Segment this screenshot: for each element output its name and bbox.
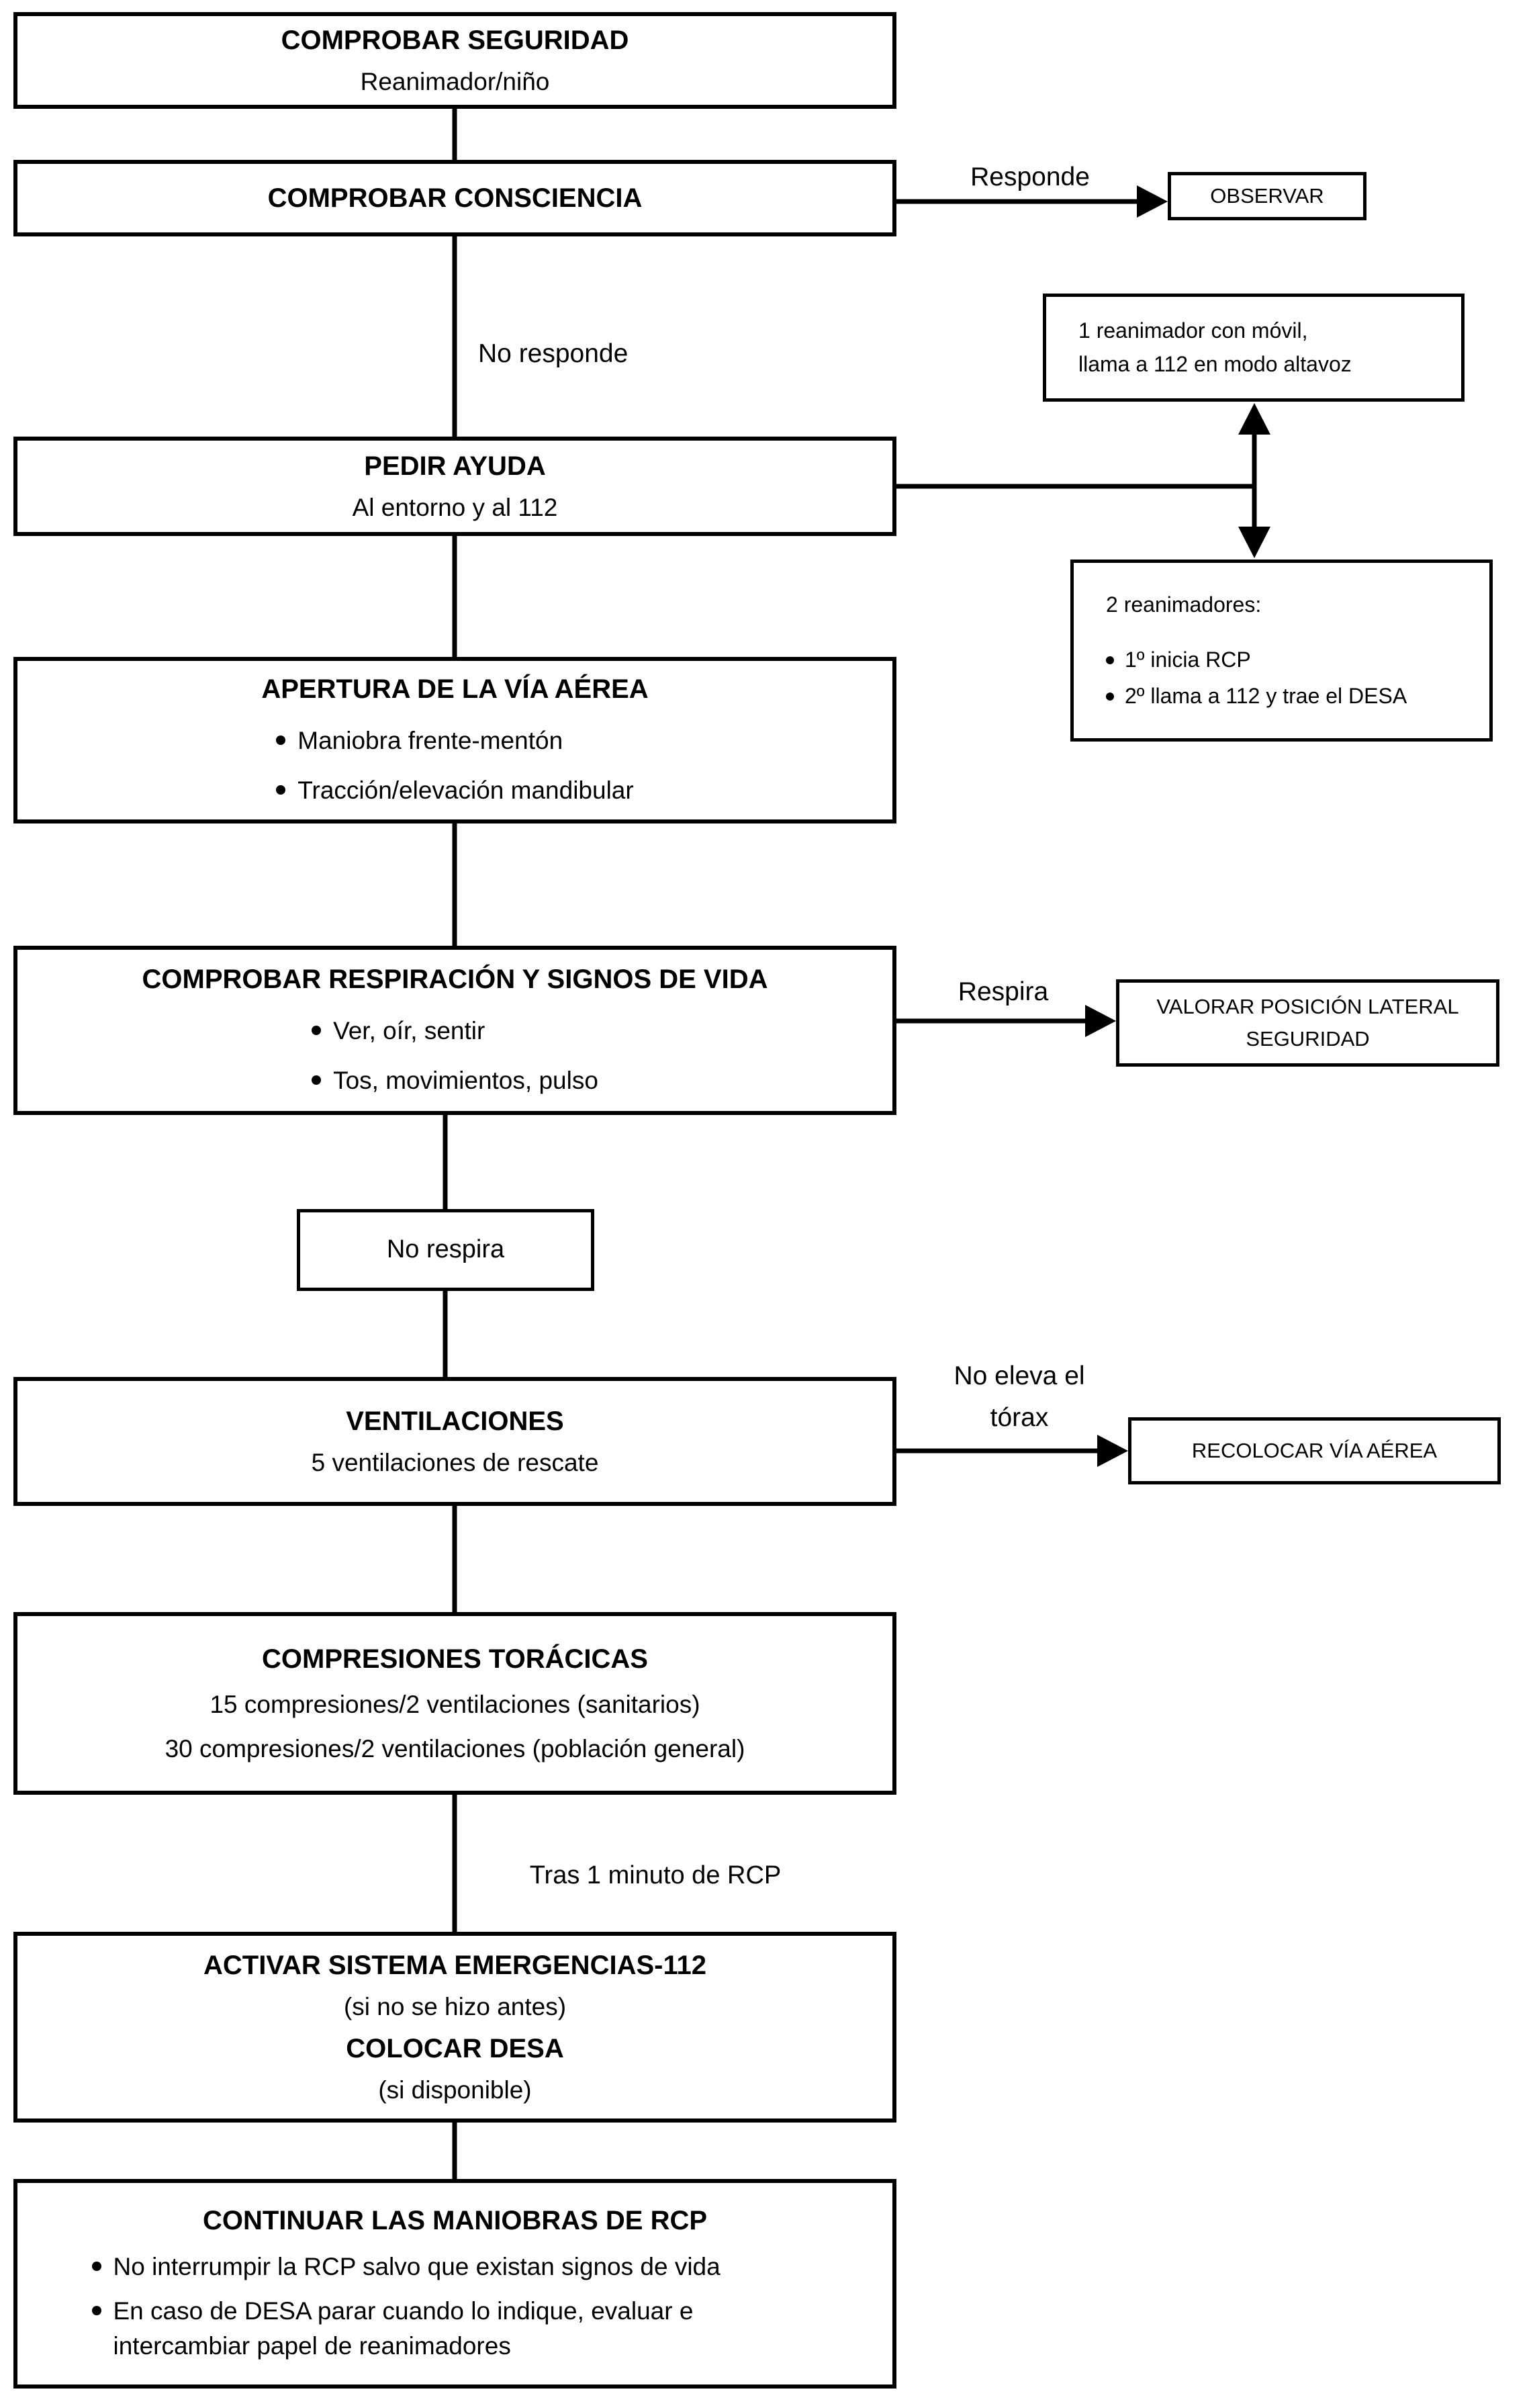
node-compressions: COMPRESIONES TORÁCICAS 15 compresiones/2… <box>13 1612 896 1795</box>
edge-label-breathes: Respira <box>958 977 1049 1006</box>
node-title: No respira <box>386 1235 505 1264</box>
node-line: 1 reanimador con móvil, <box>1078 318 1308 343</box>
node-ask-help: PEDIR AYUDA Al entorno y al 112 <box>13 437 896 536</box>
node-title: RECOLOCAR VÍA AÉREA <box>1191 1438 1438 1462</box>
node-subtitle: Reanimador/niño <box>360 67 550 95</box>
node-observe: OBSERVAR <box>1168 172 1366 220</box>
node-reposition-airway: RECOLOCAR VÍA AÉREA <box>1128 1417 1501 1484</box>
bullet-item: En caso de DESA parar cuando lo indique,… <box>91 2294 819 2364</box>
edge-label-responds: Responde <box>970 163 1090 191</box>
node-recovery-position: VALORAR POSICIÓN LATERAL SEGURIDAD <box>1116 979 1499 1067</box>
node-ventilations: VENTILACIONES 5 ventilaciones de rescate <box>13 1377 896 1506</box>
bullet-item: Tos, movimientos, pulso <box>312 1063 598 1098</box>
node-title: OBSERVAR <box>1210 183 1324 208</box>
bullet-item: Ver, oír, sentir <box>312 1014 485 1049</box>
node-title: COMPROBAR SEGURIDAD <box>281 25 629 55</box>
node-title: COMPROBAR RESPIRACIÓN Y SIGNOS DE VIDA <box>142 965 768 995</box>
bullet-item: 1º inicia RCP <box>1106 645 1251 675</box>
bullet-dot <box>1106 656 1114 664</box>
bullet-item: No interrumpir la RCP salvo que existan … <box>91 2249 721 2284</box>
bullet-dot <box>276 735 286 746</box>
node-line: VALORAR POSICIÓN LATERAL <box>1156 994 1459 1018</box>
bullet-item: Maniobra frente-mentón <box>276 723 563 758</box>
bullet-text: Maniobra frente-mentón <box>297 727 563 755</box>
node-title: PEDIR AYUDA <box>364 451 546 481</box>
bullet-text: Tos, movimientos, pulso <box>333 1067 598 1094</box>
bullet-list: No interrumpir la RCP salvo que existan … <box>91 2249 819 2364</box>
arrow-rescuers-head-down <box>1238 527 1270 558</box>
arrow-chest-head <box>1097 1435 1128 1467</box>
edge-label-line: No eleva el <box>954 1362 1085 1390</box>
node-check-consciousness: COMPROBAR CONSCIENCIA <box>13 160 896 236</box>
bullet-dot <box>91 2262 101 2272</box>
arrow-breathes-head <box>1085 1005 1116 1037</box>
bullet-list: 1º inicia RCP 2º llama a 112 y trae el D… <box>1106 645 1407 712</box>
bullet-item: 2º llama a 112 y trae el DESA <box>1106 681 1407 711</box>
bullet-list: Maniobra frente-mentón Tracción/elevació… <box>276 723 634 808</box>
node-title: VENTILACIONES <box>346 1406 564 1436</box>
node-two-rescuers: 2 reanimadores: 1º inicia RCP 2º llama a… <box>1070 560 1493 742</box>
bullet-text: No interrumpir la RCP salvo que existan … <box>113 2253 721 2281</box>
node-check-safety: COMPROBAR SEGURIDAD Reanimador/niño <box>13 12 896 109</box>
bullet-text: Ver, oír, sentir <box>333 1017 485 1045</box>
node-title: 2 reanimadores: <box>1106 592 1262 617</box>
bullet-dot <box>276 785 286 795</box>
bullet-text: Tracción/elevación mandibular <box>297 776 634 804</box>
node-check-breathing: COMPROBAR RESPIRACIÓN Y SIGNOS DE VIDA V… <box>13 946 896 1115</box>
node-one-rescuer: 1 reanimador con móvil, llama a 112 en m… <box>1043 294 1465 402</box>
arrow-rescuers-head-up <box>1238 403 1270 435</box>
node-subtitle: Al entorno y al 112 <box>352 493 558 521</box>
node-line-bold: ACTIVAR SISTEMA EMERGENCIAS-112 <box>203 1950 706 1980</box>
node-line: (si no se hizo antes) <box>343 1992 567 2020</box>
arrow-responds-head <box>1137 185 1168 218</box>
node-title: APERTURA DE LA VÍA AÉREA <box>261 674 649 705</box>
node-title: COMPROBAR CONSCIENCIA <box>267 183 643 213</box>
node-line: SEGURIDAD <box>1246 1027 1370 1051</box>
node-line: 30 compresiones/2 ventilaciones (poblaci… <box>165 1735 745 1763</box>
bullet-dot <box>91 2306 101 2316</box>
node-title: CONTINUAR LAS MANIOBRAS DE RCP <box>202 2206 708 2236</box>
bullet-text: En caso de DESA parar cuando lo indique,… <box>113 2297 694 2360</box>
bullet-text: 2º llama a 112 y trae el DESA <box>1125 684 1407 709</box>
node-no-breathing: No respira <box>297 1209 594 1291</box>
edge-label-no-response: No responde <box>478 339 629 368</box>
node-line: llama a 112 en modo altavoz <box>1078 351 1352 376</box>
node-title: COMPRESIONES TORÁCICAS <box>262 1644 648 1674</box>
node-continue-cpr: CONTINUAR LAS MANIOBRAS DE RCP No interr… <box>13 2179 896 2389</box>
node-activate-ems: ACTIVAR SISTEMA EMERGENCIAS-112 (si no s… <box>13 1932 896 2123</box>
bullet-dot <box>312 1026 322 1036</box>
node-line-bold: COLOCAR DESA <box>346 2034 564 2063</box>
bullet-list: Ver, oír, sentir Tos, movimientos, pulso <box>312 1014 598 1098</box>
edge-label-chest-not-rising: No eleva el tórax <box>912 1355 1127 1439</box>
bullet-item: Tracción/elevación mandibular <box>276 773 634 808</box>
edge-label-line: tórax <box>990 1403 1049 1433</box>
node-line: (si disponible) <box>378 2076 532 2104</box>
bullet-text: 1º inicia RCP <box>1125 647 1251 672</box>
bullet-dot <box>1106 693 1114 701</box>
bullet-dot <box>312 1075 322 1085</box>
edge-label-after-one-minute: Tras 1 minuto de RCP <box>529 1861 782 1889</box>
node-subtitle: 5 ventilaciones de rescate <box>311 1448 599 1476</box>
node-open-airway: APERTURA DE LA VÍA AÉREA Maniobra frente… <box>13 657 896 823</box>
node-line: 15 compresiones/2 ventilaciones (sanitar… <box>210 1690 700 1718</box>
